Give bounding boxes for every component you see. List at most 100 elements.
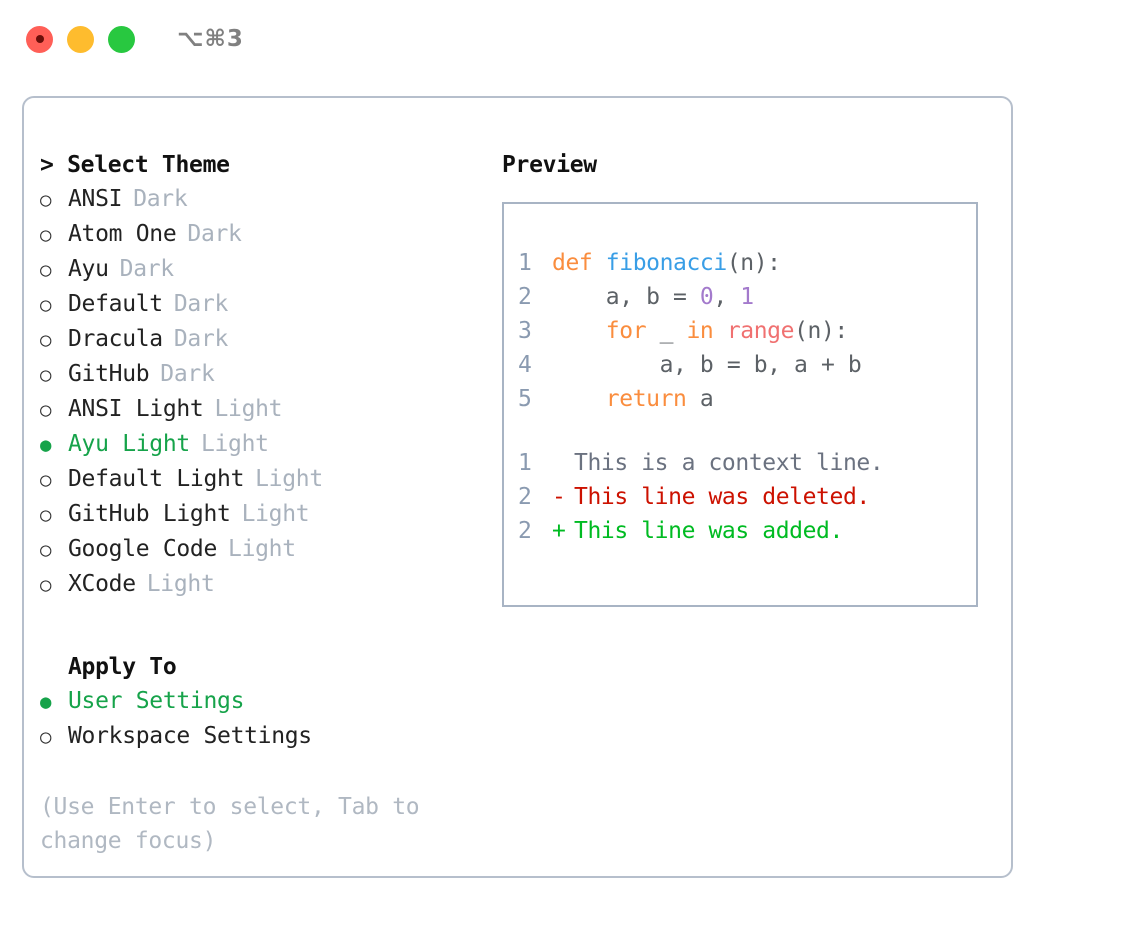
code-token-plain: (n): xyxy=(726,250,781,276)
code-token-function: fibonacci xyxy=(605,250,727,276)
theme-option-label: Default xyxy=(68,291,163,317)
radio-selected-icon: ● xyxy=(40,691,52,713)
theme-option-label: Ayu Light xyxy=(68,431,190,457)
code-line-text: a, b = b, a + b xyxy=(552,348,862,382)
preview-title: Preview xyxy=(502,152,597,178)
diff-line-text: This is a context line. xyxy=(574,450,884,476)
theme-option-label: GitHub Light xyxy=(68,501,231,527)
theme-option-ansi[interactable]: ○ ANSI Dark xyxy=(40,182,494,217)
theme-option-github[interactable]: ○ GitHub Dark xyxy=(40,357,494,392)
theme-option-variant: Light xyxy=(241,501,310,527)
code-token-plain xyxy=(713,318,726,344)
code-line: 3 for _ in range(n): xyxy=(518,314,976,348)
apply-to-header: Apply To xyxy=(68,654,177,680)
diff-marker: + xyxy=(552,518,566,544)
apply-to-option-workspace-settings[interactable]: ○Workspace Settings xyxy=(40,719,494,754)
theme-option-ayu-light[interactable]: ● Ayu Light Light xyxy=(40,427,494,462)
code-token-plain: a, b = xyxy=(552,284,700,310)
code-token-plain: (n): xyxy=(794,318,848,344)
code-line-text: return a xyxy=(552,382,714,416)
code-token-plain xyxy=(552,386,606,412)
theme-option-default[interactable]: ○ Default Dark xyxy=(40,287,494,322)
select-theme-header: > Select Theme xyxy=(40,152,230,178)
code-token-number: 1 xyxy=(740,284,754,310)
theme-option-default-light[interactable]: ○ Default Light Light xyxy=(40,462,494,497)
traffic-light-buttons xyxy=(26,25,135,53)
code-line-text: def fibonacci(n): xyxy=(552,246,781,280)
line-number: 4 xyxy=(518,352,532,378)
radio-unselected-icon: ○ xyxy=(40,726,52,748)
diff-line-number: 2 xyxy=(518,484,532,510)
radio-unselected-icon: ○ xyxy=(40,399,52,421)
theme-option-label: ANSI xyxy=(68,186,123,212)
diff-marker xyxy=(552,446,574,480)
code-token-number: 0 xyxy=(699,284,714,310)
keyboard-hint-text: (Use Enter to select, Tab to change focu… xyxy=(40,794,420,854)
code-token-plain xyxy=(552,318,606,344)
radio-unselected-icon: ○ xyxy=(40,539,52,561)
diff-line-text: This line was added. xyxy=(574,518,843,544)
code-token-keyword: in xyxy=(686,318,714,344)
theme-option-google-code[interactable]: ○ Google Code Light xyxy=(40,532,494,567)
minimize-window-icon[interactable] xyxy=(67,25,94,53)
theme-option-variant: Light xyxy=(255,466,323,492)
theme-option-github-light[interactable]: ○ GitHub Light Light xyxy=(40,497,494,532)
theme-option-label: Atom One xyxy=(68,221,177,247)
radio-unselected-icon: ○ xyxy=(40,364,52,386)
apply-to-option-label: User Settings xyxy=(68,688,245,714)
radio-unselected-icon: ○ xyxy=(40,504,52,526)
code-token-keyword: for xyxy=(605,318,647,344)
theme-option-variant: Light xyxy=(200,431,269,457)
radio-selected-icon: ● xyxy=(40,434,52,456)
code-line-text: for _ in range(n): xyxy=(552,314,848,348)
apply-to-option-user-settings[interactable]: ● User Settings xyxy=(40,684,494,719)
theme-option-label: GitHub xyxy=(68,361,150,387)
radio-unselected-icon: ○ xyxy=(40,189,52,211)
code-token-builtin: range xyxy=(726,318,795,344)
radio-unselected-icon: ○ xyxy=(40,469,52,491)
theme-option-variant: Dark xyxy=(173,291,229,317)
code-token-keyword: return xyxy=(605,386,687,412)
diff-line-number: 2 xyxy=(518,518,532,544)
radio-unselected-icon: ○ xyxy=(40,294,52,316)
diff-marker: - xyxy=(552,484,566,510)
theme-option-variant: Dark xyxy=(160,361,215,387)
line-number: 1 xyxy=(518,250,532,276)
theme-option-variant: Light xyxy=(146,571,215,597)
code-token-plain: a, b = b, a + b xyxy=(552,352,862,378)
code-line-text: a, b = 0, 1 xyxy=(552,280,754,314)
theme-option-label: Default Light xyxy=(68,466,245,492)
theme-option-label: Google Code xyxy=(68,536,218,562)
code-line: 5 return a xyxy=(518,382,976,416)
theme-option-variant: Light xyxy=(228,536,296,562)
theme-option-label: Dracula xyxy=(68,326,163,352)
theme-option-label: XCode xyxy=(68,571,136,597)
code-line: 1 def fibonacci(n): xyxy=(518,246,976,280)
close-window-icon[interactable] xyxy=(26,25,53,53)
maximize-window-icon[interactable] xyxy=(108,25,135,53)
code-token-plain: _ xyxy=(646,318,687,344)
code-line: 4 a, b = b, a + b xyxy=(518,348,976,382)
theme-option-label: Ayu xyxy=(68,256,109,282)
apply-to-list: ● User Settings ○Workspace Settings xyxy=(40,684,494,754)
line-number: 5 xyxy=(518,386,532,412)
code-line: 2 a, b = 0, 1 xyxy=(518,280,976,314)
theme-option-variant: Light xyxy=(214,396,283,422)
diff-line-deleted: 2-This line was deleted. xyxy=(518,480,976,514)
diff-sample: 1 This is a context line.2-This line was… xyxy=(518,446,976,548)
theme-option-variant: Dark xyxy=(133,186,188,212)
theme-option-variant: Dark xyxy=(187,221,242,247)
line-number: 3 xyxy=(518,318,532,344)
window-titlebar: ⌥⌘3 xyxy=(0,0,1140,78)
